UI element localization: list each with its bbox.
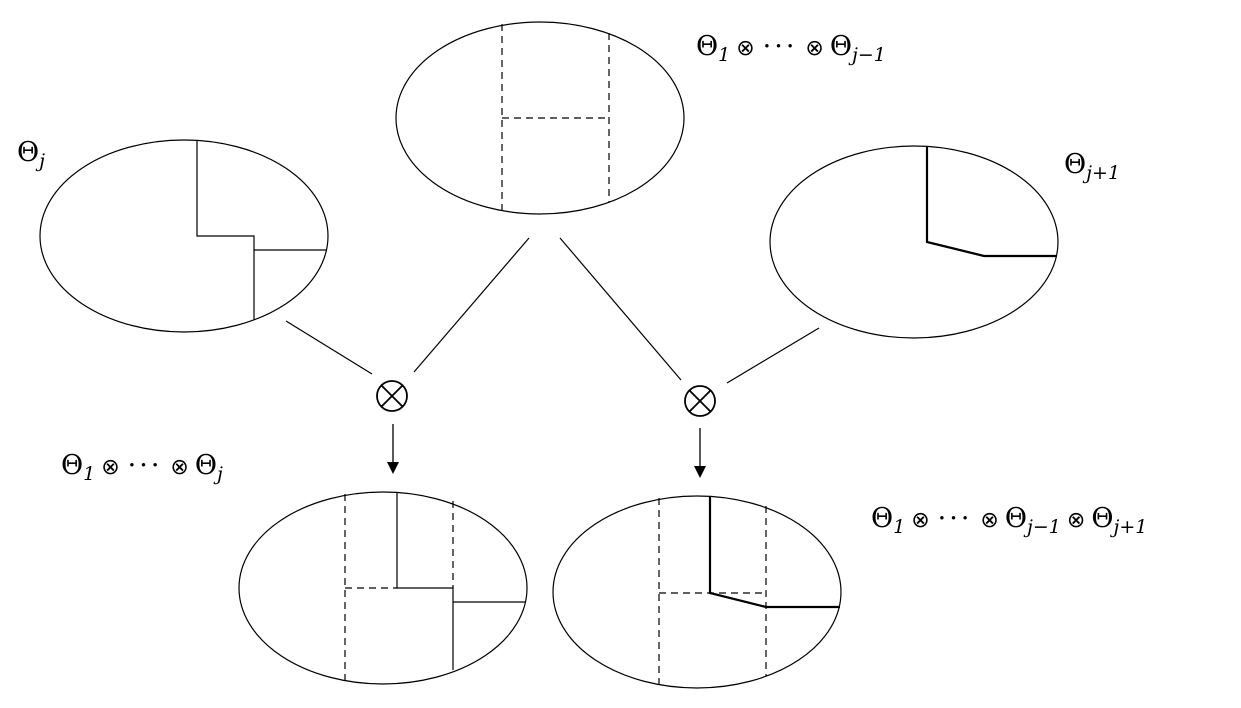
ellipse-bottom-left — [238, 491, 528, 685]
label-right: Θj+1 — [1064, 149, 1121, 184]
label-bottom-right: Θ1⊗···⊗Θj−1⊗Θj+1 — [871, 503, 1148, 538]
ellipse-left — [39, 139, 329, 333]
label-bottom-left: Θ1⊗···⊗Θj — [61, 450, 223, 485]
connector-right-to-op2 — [726, 327, 820, 384]
connector-top-to-op2 — [559, 237, 682, 381]
tensor-operator-left-icon — [376, 380, 408, 412]
ellipse-bottom-right — [552, 495, 842, 689]
ellipse-top — [395, 21, 685, 215]
label-left: Θj — [17, 137, 46, 172]
tensor-operator-right-icon — [684, 385, 716, 417]
connector-top-to-op1 — [413, 237, 530, 373]
label-top: Θ1⊗···⊗Θj−1 — [696, 31, 886, 66]
ellipse-right — [769, 145, 1059, 339]
connector-left-to-op1 — [285, 320, 373, 375]
